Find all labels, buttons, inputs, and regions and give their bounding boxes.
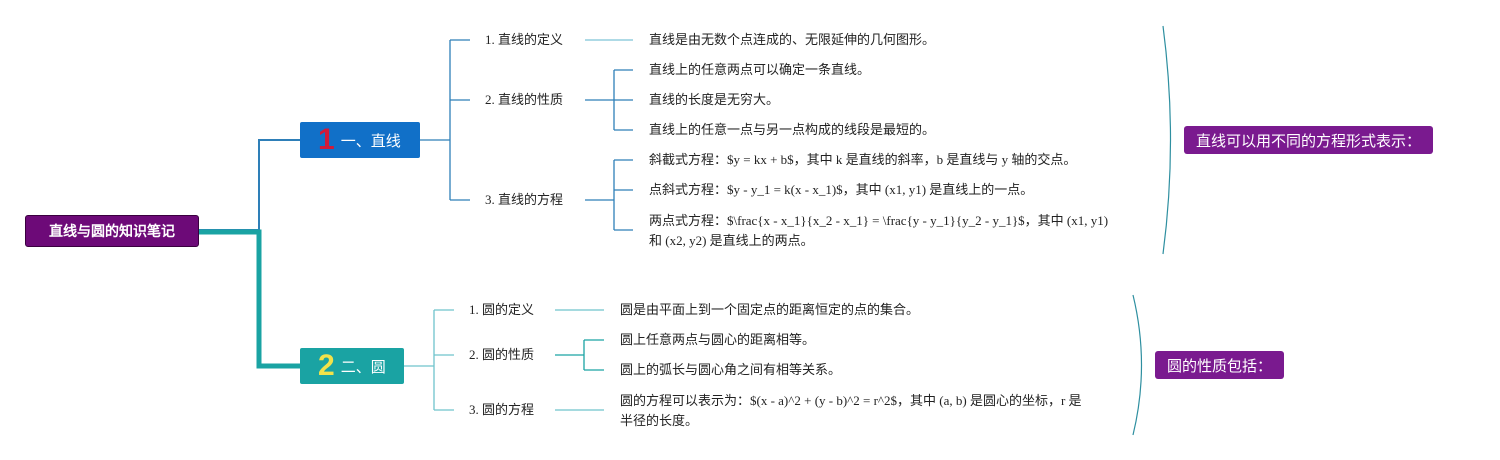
sub-node-line-properties[interactable]: 2. 直线的性质 bbox=[485, 92, 564, 107]
branch-number-1: 1 bbox=[318, 123, 335, 156]
link-root-branch1 bbox=[199, 139, 300, 231]
root-label: 直线与圆的知识笔记 bbox=[49, 223, 175, 239]
summary-node-line[interactable]: 直线可以用不同的方程形式表示： bbox=[1184, 126, 1434, 154]
link-branch1-subs bbox=[420, 39, 470, 201]
leaf-line-def-1[interactable]: 直线是由无数个点连成的、无限延伸的几何图形。 bbox=[649, 32, 936, 47]
leaf-line-eq-3[interactable]: 两点式方程：$\frac{x - x_1}{x_2 - x_1} = \frac… bbox=[649, 213, 1109, 228]
branch-node-circle[interactable]: 2 二、圆 bbox=[300, 348, 404, 384]
leaf-line-eq-2[interactable]: 点斜式方程：$y - y_1 = k(x - x_1)$，其中 (x1, y1)… bbox=[649, 182, 1034, 197]
sub-node-circle-properties[interactable]: 2. 圆的性质 bbox=[469, 347, 535, 362]
link-b1-sub3-leaves bbox=[585, 159, 633, 231]
branch-label-line: 一、直线 bbox=[340, 132, 401, 150]
summary-label-line: 直线可以用不同的方程形式表示： bbox=[1196, 132, 1422, 150]
sub-node-circle-equation[interactable]: 3. 圆的方程 bbox=[469, 402, 535, 417]
summary-node-circle[interactable]: 圆的性质包括： bbox=[1155, 351, 1285, 379]
link-root-branch2 bbox=[199, 229, 300, 369]
summary-bracket-branch1 bbox=[1162, 25, 1172, 255]
summary-label-circle: 圆的性质包括： bbox=[1167, 357, 1273, 375]
branch-number-2: 2 bbox=[318, 349, 335, 382]
root-node[interactable]: 直线与圆的知识笔记 bbox=[25, 215, 199, 247]
leaf-line-prop-1[interactable]: 直线上的任意两点可以确定一条直线。 bbox=[649, 62, 871, 77]
leaf-circle-prop-1[interactable]: 圆上任意两点与圆心的距离相等。 bbox=[620, 332, 816, 347]
leaf-circle-eq-1-cont[interactable]: 半径的长度。 bbox=[620, 413, 699, 428]
sub-node-line-definition[interactable]: 1. 直线的定义 bbox=[485, 32, 564, 47]
leaf-circle-eq-1[interactable]: 圆的方程可以表示为：$(x - a)^2 + (y - b)^2 = r^2$，… bbox=[620, 393, 1082, 408]
leaf-line-prop-3[interactable]: 直线上的任意一点与另一点构成的线段是最短的。 bbox=[649, 122, 936, 137]
leaf-line-eq-3-cont[interactable]: 和 (x2, y2) 是直线上的两点。 bbox=[649, 233, 814, 248]
branch-node-line[interactable]: 1 一、直线 bbox=[300, 122, 420, 158]
link-b1-sub2-leaves bbox=[585, 69, 633, 131]
link-branch2-subs bbox=[404, 309, 454, 411]
leaf-line-eq-1[interactable]: 斜截式方程：$y = kx + b$，其中 k 是直线的斜率，b 是直线与 y … bbox=[649, 152, 1077, 167]
branch-label-circle: 二、圆 bbox=[340, 358, 386, 376]
leaf-circle-prop-2[interactable]: 圆上的弧长与圆心角之间有相等关系。 bbox=[620, 362, 842, 377]
link-b2-sub2-leaves bbox=[555, 339, 604, 371]
summary-bracket-branch2 bbox=[1132, 294, 1143, 436]
leaf-circle-def-1[interactable]: 圆是由平面上到一个固定点的距离恒定的点的集合。 bbox=[620, 302, 920, 317]
sub-node-line-equations[interactable]: 3. 直线的方程 bbox=[485, 192, 564, 207]
sub-node-circle-definition[interactable]: 1. 圆的定义 bbox=[469, 302, 535, 317]
leaf-line-prop-2[interactable]: 直线的长度是无穷大。 bbox=[649, 92, 780, 107]
